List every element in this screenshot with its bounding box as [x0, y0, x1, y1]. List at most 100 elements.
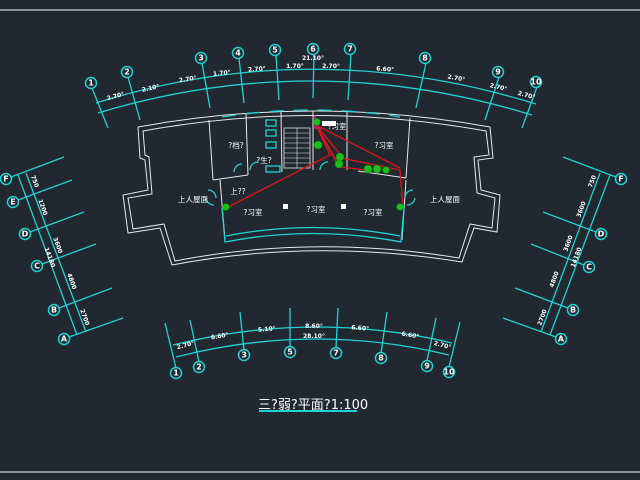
axis-bubble-right-A: A: [554, 332, 568, 346]
axis-bubble-left-E-label: E: [10, 198, 15, 207]
dimension-label: 2.70°: [517, 90, 536, 101]
wiring: [225, 124, 404, 209]
dimension-label: 2.70°: [433, 340, 452, 351]
axis-line: [164, 322, 177, 369]
bottom-dimensions: 2.70°6.60°5.10°8.60°6.60°6.60°2.70°: [176, 323, 452, 351]
axis-bubble-right-D-label: D: [598, 230, 605, 239]
axis-line: [91, 87, 109, 129]
axis-bubble-top-10-label: 10: [530, 78, 542, 87]
dimension-label: 6.60°: [351, 324, 369, 333]
axis-bubble-left-A: A: [57, 332, 71, 346]
device-icon: [313, 118, 321, 126]
top-total-dim: 21.10°: [302, 55, 324, 62]
axis-line: [448, 321, 461, 368]
dimension-label: 6.60°: [401, 331, 420, 341]
axis-bubble-left-D-label: D: [22, 230, 29, 239]
dimension-label: 2.70°: [178, 75, 197, 85]
axis-bubble-bottom-3-label: 3: [241, 351, 247, 360]
column: [283, 204, 288, 209]
axis-bubble-top-5: 5: [268, 43, 282, 57]
axis-bubble-right-F-label: F: [618, 175, 623, 184]
axis-bubble-right-B: B: [566, 303, 580, 317]
axis-line: [68, 317, 124, 338]
axis-bubble-left-E: E: [6, 195, 20, 209]
axis-bubble-top-6: 6: [306, 42, 320, 56]
curtain-wall-inner: [225, 226, 401, 237]
axis-line: [10, 156, 65, 178]
column: [341, 204, 346, 209]
axis-bubble-bottom-10: 10: [442, 365, 456, 379]
bottom-dim-arc-outer: [172, 326, 453, 346]
dimension-label: 6.60°: [210, 332, 229, 342]
axis-line: [530, 243, 585, 266]
axis-bubble-bottom-1-label: 1: [173, 369, 179, 378]
left-dim-line-inner: [25, 172, 87, 333]
axis-line: [312, 53, 315, 99]
axis-line: [239, 311, 245, 351]
top-axis-lines: [91, 53, 538, 129]
axis-bubble-right-A-label: A: [558, 335, 565, 344]
dimension-label: 2.70°: [447, 74, 466, 84]
axis-bubble-bottom-8: 8: [374, 351, 388, 365]
axis-line: [275, 54, 280, 101]
axis-line: [189, 319, 200, 363]
room-study-top: ?习室: [328, 121, 347, 131]
axis-bubble-right-F: F: [614, 172, 628, 186]
axis-bubble-top-8: 8: [418, 51, 432, 65]
axis-bubble-bottom-5-label: 5: [287, 348, 293, 357]
axis-bubble-bottom-7: 7: [329, 346, 343, 360]
room-study-right: ?习室: [364, 207, 383, 217]
axis-bubble-top-2-label: 2: [124, 68, 130, 77]
axis-line: [58, 287, 113, 309]
axis-bubble-bottom-10-label: 10: [443, 368, 455, 377]
axis-bubble-top-8-label: 8: [422, 54, 428, 63]
device-icon: [382, 166, 390, 174]
device-icon: [372, 164, 382, 174]
device-icon: [334, 159, 344, 169]
stair-label: 上??: [230, 187, 245, 196]
axis-bubble-top-7-label: 7: [347, 45, 353, 54]
dimension-label: 8.60°: [305, 323, 323, 330]
device-icon: [313, 140, 323, 150]
axis-bubble-right-C-label: C: [586, 263, 592, 272]
device-icon: [335, 152, 345, 162]
axis-bubble-bottom-9-label: 9: [424, 362, 430, 371]
side-axis-lines: [10, 156, 617, 338]
dimension-label: 750: [29, 174, 40, 188]
restroom-fixtures: [205, 119, 416, 206]
axis-bubble-left-C-label: C: [34, 262, 40, 271]
axis-bubble-top-10: 10: [529, 75, 543, 89]
dimension-label: 1200: [36, 198, 48, 216]
device-icon: [363, 164, 373, 174]
dimension-label: 750: [587, 174, 598, 188]
axis-line: [238, 57, 245, 104]
staircase: [283, 127, 311, 169]
axis-bubble-bottom-7-label: 7: [333, 349, 339, 358]
axis-line: [521, 86, 538, 129]
axis-line: [426, 317, 437, 362]
building-walls: [122, 110, 501, 266]
drawing-title: 三?弱?平面?1:100: [258, 398, 368, 413]
panel-label-block: [322, 121, 336, 126]
left-dim-line-outer: [17, 174, 78, 336]
axis-bubble-right-B-label: B: [570, 306, 576, 315]
axis-bubble-top-4: 4: [231, 46, 245, 60]
axis-bubble-top-3-label: 3: [198, 54, 204, 63]
room-restroom: ?生?: [256, 155, 271, 165]
room-study-right-top: ?习室: [375, 140, 394, 150]
right-axis-bubbles: F D C B A: [554, 172, 628, 346]
room-roof-left: 上人屋面: [178, 195, 208, 204]
top-dim-arc-outer: [95, 68, 537, 105]
axis-line: [484, 76, 500, 121]
axis-bubble-bottom-9: 9: [420, 359, 434, 373]
axis-bubble-left-C: C: [30, 259, 44, 273]
room-archive: ?档?: [228, 140, 243, 150]
axis-line: [201, 62, 211, 109]
top-windows: [221, 109, 401, 118]
room-study-left: ?习室: [244, 207, 263, 217]
device-icon: [222, 203, 230, 211]
dimension-label: 2.70°: [248, 65, 266, 73]
